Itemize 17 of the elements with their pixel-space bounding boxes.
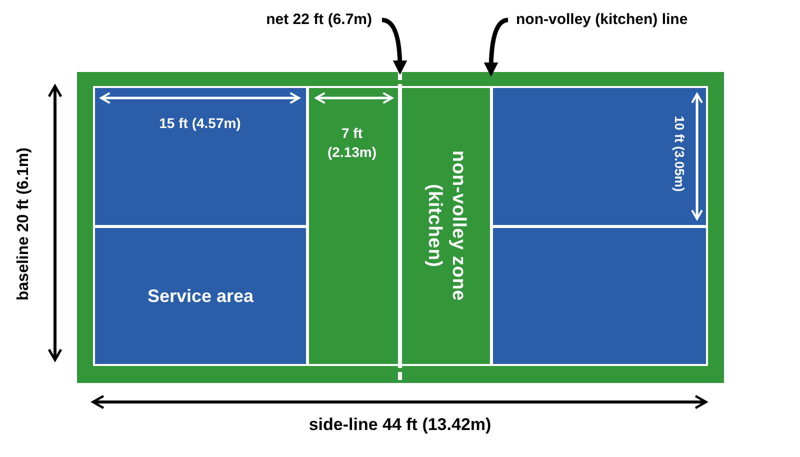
- dimension-label: 10 ft (3.05m): [670, 114, 688, 194]
- service-area: [95, 228, 306, 364]
- kitchen-line: [490, 86, 493, 366]
- dimension-label: side-line 44 ft (13.42m): [308, 414, 492, 436]
- callout-text: net 22 ft (6.7m): [266, 10, 372, 30]
- dimension-label: 15 ft (4.57m): [158, 114, 242, 133]
- dimension-label: 7 ft (2.13m): [326, 124, 378, 162]
- callout-text: non-volley (kitchen) line: [516, 10, 688, 30]
- service-area: [493, 228, 706, 364]
- zone-label: non-volley zone (kitchen): [423, 150, 470, 304]
- service-area: [95, 88, 306, 225]
- service-area: [493, 88, 706, 225]
- area-label: Service area: [147, 284, 254, 308]
- court-surface: [77, 72, 724, 383]
- dimension-label: baseline 20 ft (6.1m): [14, 146, 33, 302]
- kitchen-zone: [402, 88, 490, 364]
- kitchen-zone: [309, 88, 398, 364]
